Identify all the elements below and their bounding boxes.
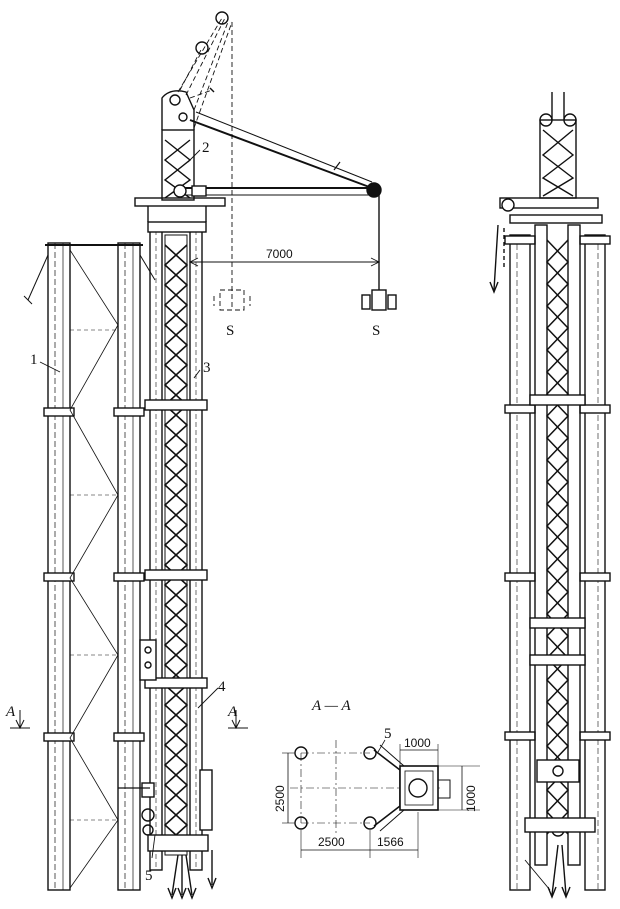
label-part-5-section: 5 <box>384 726 392 742</box>
side-view-tower <box>489 92 611 899</box>
dim-offset: 1566 <box>377 835 404 849</box>
leaders <box>39 149 219 859</box>
dim-base-width: 2500 <box>318 835 345 849</box>
jib-reach-dimension <box>188 257 381 267</box>
dim-bracket-height: 1000 <box>464 785 478 812</box>
section-title: A — A <box>311 698 351 714</box>
label-part-2: 2 <box>202 140 210 156</box>
section-mark-right: A <box>227 704 238 720</box>
section-mark-left: A <box>5 704 16 720</box>
left-tower <box>23 242 156 891</box>
dim-bracket-width: 1000 <box>404 736 431 750</box>
label-part-3: 3 <box>203 360 211 376</box>
dim-jib-reach: 7000 <box>266 247 293 261</box>
label-part-4: 4 <box>218 679 226 695</box>
dim-base-height: 2500 <box>273 785 287 812</box>
hook-mark-left: S <box>226 323 234 339</box>
crane-top <box>134 11 397 311</box>
section-markers <box>10 710 248 730</box>
label-part-1: 1 <box>30 352 38 368</box>
section-aa <box>282 739 480 858</box>
hook-mark-right: S <box>372 323 380 339</box>
label-part-5: 5 <box>145 868 153 884</box>
